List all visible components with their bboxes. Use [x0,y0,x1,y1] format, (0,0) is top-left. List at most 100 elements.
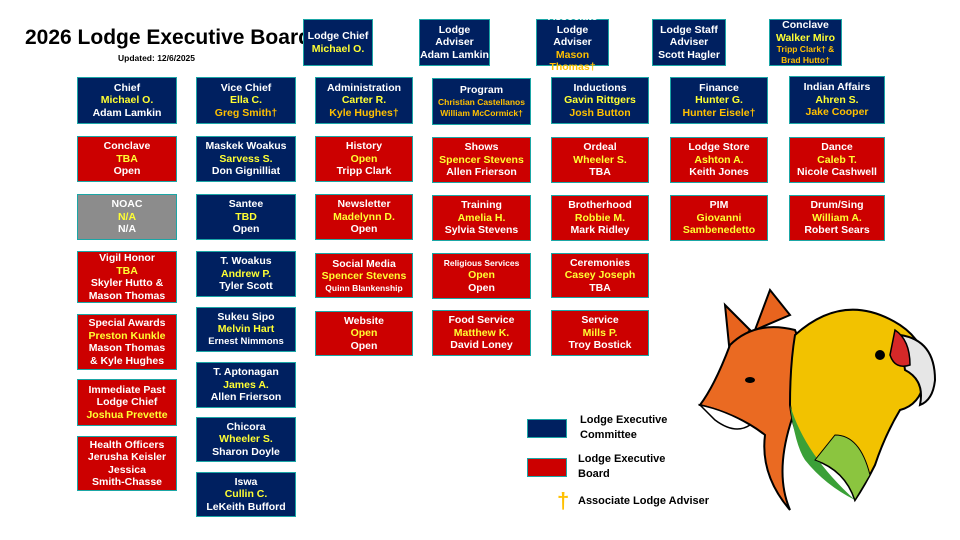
chief: Ahren S. [815,93,859,106]
chief: TBD [235,210,257,223]
role: Shows [464,141,499,154]
role: Lodge Chief [96,396,158,409]
role: PIM [709,199,729,212]
chief: Cullin C. [224,488,268,501]
adviser: N/A [117,223,137,236]
role: Iswa [234,475,258,488]
chief: Wheeler S. [219,433,273,446]
role: T. Woakus [220,255,272,268]
role: Lodge Store [688,141,750,154]
chief: Spencer Stevens [439,153,524,166]
adviser: Tyler Scott [219,280,273,293]
chief: Madelynn D. [333,210,395,223]
adviser: David Loney [450,339,513,352]
adviser: Quinn Blankenship [325,282,403,293]
role: Special Awards [88,317,166,329]
name: Scott Hagler [658,48,720,61]
adviser: Greg Smith† [214,106,278,119]
chief: Giovanni [696,211,742,224]
adviser: Tripp Clark† & [776,44,835,54]
role: Associate [547,11,598,24]
role: Website [343,314,385,327]
role: Vice Chief [220,81,272,94]
adviser: Adam Lamkin [92,106,162,119]
legend-text: Lodge Executive [578,453,666,465]
adviser: Keith Jones [689,166,749,179]
dagger-icon: † [557,488,570,513]
role: T. Aptonagan [213,366,279,379]
adviser: Mark Ridley [570,224,630,237]
legend-label-associate: Associate Lodge Adviser [578,495,710,507]
role: Indian Affairs [803,81,871,94]
adviser: Tripp Clark [336,165,392,178]
adviser: Sylvia Stevens [444,224,519,237]
role: Conclave [103,140,151,153]
chief: Wheeler S. [573,153,627,166]
adviser: Jake Cooper [805,106,869,119]
name: Michael O. [311,42,365,55]
adviser: Open [232,223,260,236]
adviser: Hunter Eisele† [682,106,756,119]
role: Health Officers [89,438,165,451]
role: Maskek Woakus [205,140,287,153]
chief: Open [350,327,378,340]
role: Service [581,314,619,327]
chief: Preston Kunkle [88,329,166,342]
adviser: TBA [589,281,611,294]
chief: Sambenedetto [682,224,756,237]
chief: William A. [812,211,862,224]
role: Immediate Past [88,383,166,396]
role: Drum/Sing [810,199,864,212]
adviser: Jerusha Keisler [87,451,167,463]
adviser: & Kyle Hughes [89,354,165,367]
chief: Ashton A. [694,153,744,166]
chief: Hunter G. [695,94,743,107]
adviser: Ernest Nimmons [208,335,284,347]
role: Sukeu Sipo [217,310,275,323]
chief: Mills P. [582,326,618,339]
role: Lodge Chief [307,30,369,42]
name: Mason Thomas† [549,48,596,74]
chief: Joshua Prevette [86,408,168,421]
adviser: Nicole Cashwell [797,166,877,179]
role: Santee [228,198,264,211]
legend-swatch-committee [527,419,567,438]
role: Food Service [448,314,515,327]
name: Walker Miro [775,31,836,44]
adviser: Smith-Chasse [91,476,163,488]
role: Ordeal [583,141,617,154]
role: Training [461,199,502,212]
role: Brotherhood [568,199,632,212]
